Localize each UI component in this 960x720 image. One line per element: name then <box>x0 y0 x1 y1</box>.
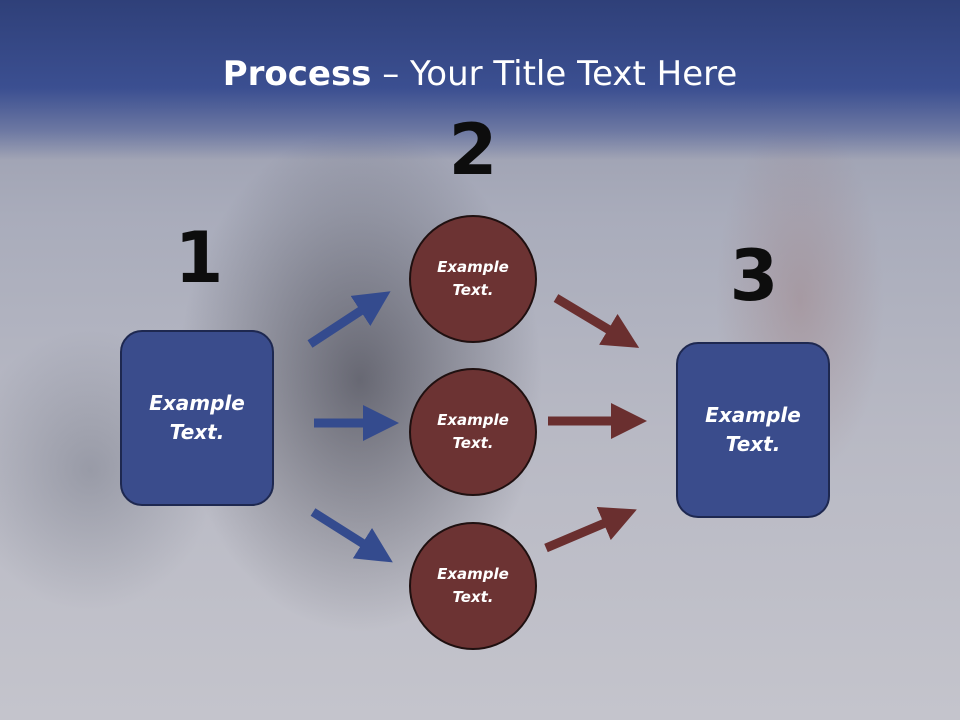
circle-top-text: Example Text. <box>437 256 509 302</box>
arrow-red-up <box>544 506 637 553</box>
arrow-red-down <box>553 294 640 348</box>
title-rest: – Your Title Text Here <box>371 54 738 94</box>
circle-middle: Example Text. <box>409 368 537 496</box>
circle-top: Example Text. <box>409 215 537 343</box>
left-box: Example Text. <box>120 330 274 506</box>
arrow-blue-up <box>307 291 391 348</box>
circle-middle-line1: Example <box>437 411 509 429</box>
step-number-3: 3 <box>729 235 779 317</box>
right-box-text: Example Text. <box>705 401 801 459</box>
circle-middle-text: Example Text. <box>437 409 509 455</box>
circle-bottom-line2: Text. <box>452 588 494 606</box>
slide-title: Process – Your Title Text Here <box>0 52 960 96</box>
right-box-line1: Example <box>705 403 801 427</box>
step-number-2: 2 <box>448 109 498 191</box>
title-band <box>0 0 960 160</box>
right-box: Example Text. <box>676 342 830 518</box>
step-number-1: 1 <box>174 217 224 299</box>
circle-top-line1: Example <box>437 258 509 276</box>
circle-middle-line2: Text. <box>452 434 494 452</box>
circle-bottom-line1: Example <box>437 565 509 583</box>
title-bold: Process <box>222 54 372 94</box>
circle-bottom: Example Text. <box>409 522 537 650</box>
circle-bottom-text: Example Text. <box>437 563 509 609</box>
left-box-line2: Text. <box>169 420 225 444</box>
right-box-line2: Text. <box>725 432 781 456</box>
circle-top-line2: Text. <box>452 281 494 299</box>
left-box-line1: Example <box>149 391 245 415</box>
left-box-text: Example Text. <box>149 389 245 447</box>
arrow-blue-down <box>310 508 393 563</box>
